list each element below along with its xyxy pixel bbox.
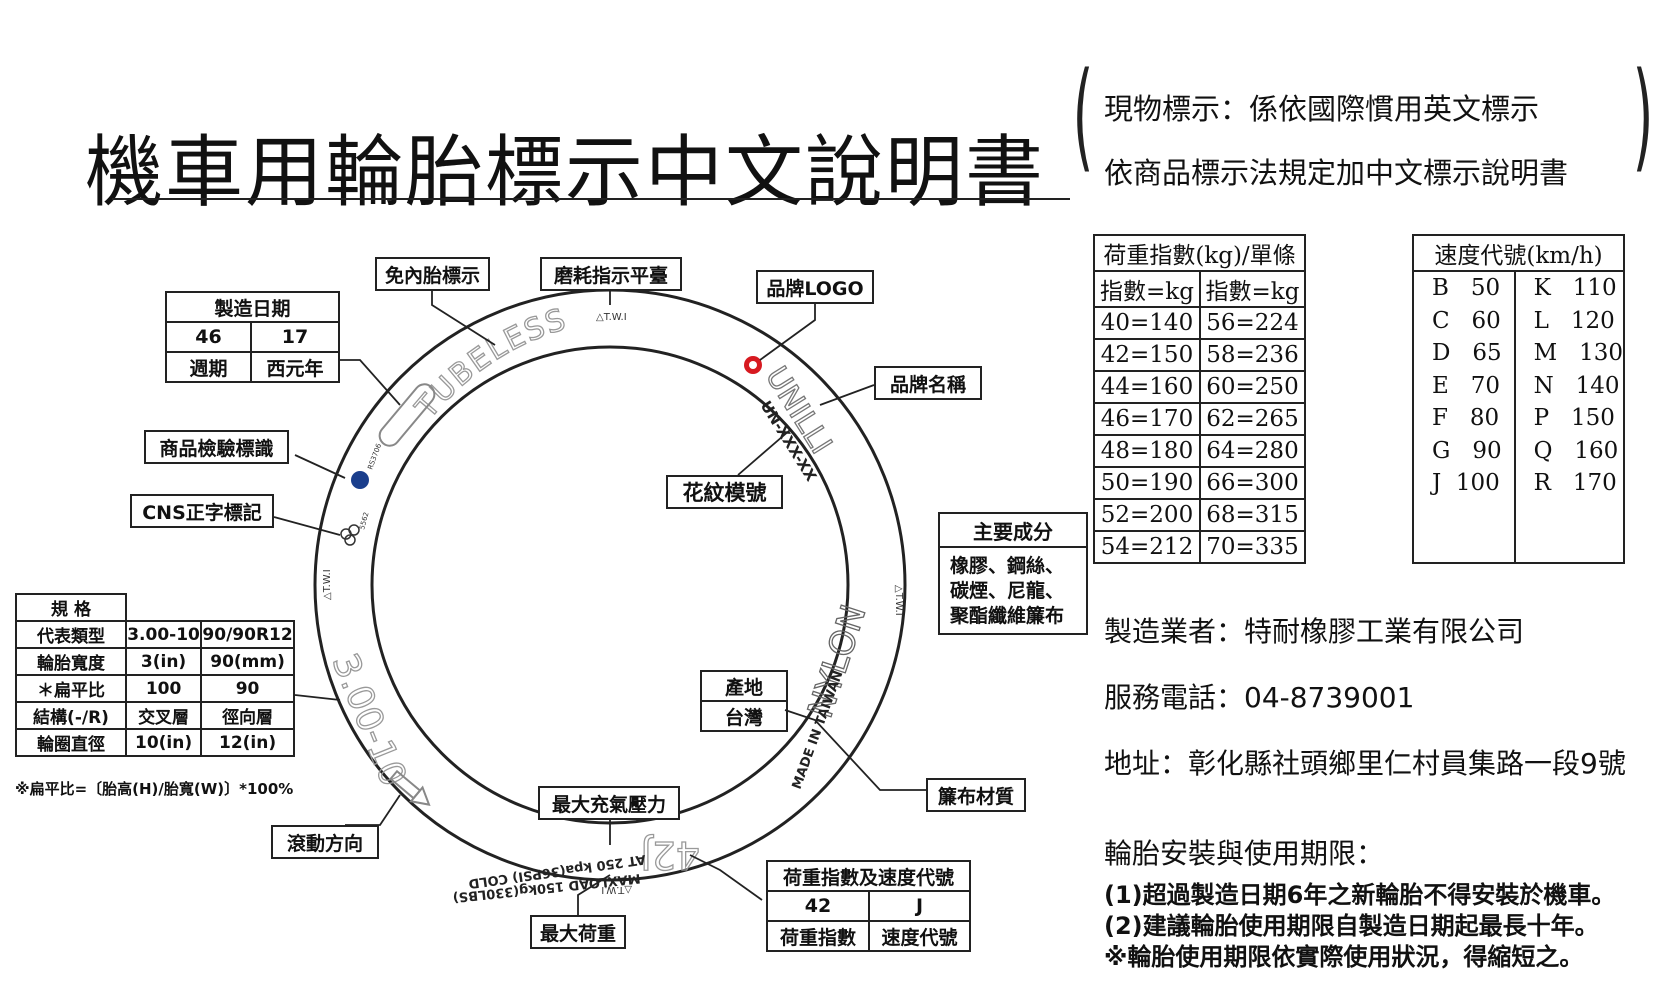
lsi-load-value: 42 [766, 890, 870, 922]
leader-pattern [737, 429, 791, 476]
twi-mark-bottom: △T.W.I [601, 884, 632, 895]
address-text: 地址：彰化縣社頭鄉里仁村員集路一段9號 [1104, 747, 1626, 780]
left-bracket: ( [1072, 46, 1094, 184]
cns-mark-icon [340, 524, 360, 546]
callout-max-load: 最大荷重 [530, 915, 626, 949]
title-underline [112, 198, 1070, 200]
rs-code: RS3706 [366, 442, 383, 471]
callout-rolling: 滾動方向 [271, 825, 379, 859]
leader-date [338, 359, 401, 406]
maker-text: 製造業者：特耐橡膠工業有限公司 [1104, 615, 1525, 648]
date-week: 46 [165, 321, 252, 353]
speed-left-column: B 50 C 60 D 65 E 70 F 80 G 90 J 100 [1412, 270, 1516, 564]
spec-title: 規 格 [15, 593, 127, 622]
lsi-load-label: 荷重指數 [766, 920, 870, 952]
material-box: 主要成分 橡膠、鋼絲、 碳煙、尼龍、 聚酯纖維簾布 [938, 512, 1088, 635]
date-title: 製造日期 [165, 291, 340, 323]
leader-tubeless [431, 290, 496, 346]
tubeless-text: TUBELESS [409, 302, 572, 426]
table-row: 結構(-/R)交叉層徑向層 [15, 701, 295, 730]
material-line2: 碳煙、尼龍、 [950, 580, 1065, 602]
speed-title: 速度代號(km/h) [1412, 234, 1625, 272]
leader-inspection [294, 454, 346, 479]
callout-brand-name: 品牌名稱 [874, 366, 982, 400]
speed-symbol-table: 速度代號(km/h) B 50 C 60 D 65 E 70 F 80 G 90… [1412, 234, 1626, 564]
header-note-line1: 現物標示：係依國際慣用英文標示 [1104, 92, 1540, 126]
usage-line2: (2)建議輪胎使用期限自製造日期起最長十年。 [1104, 912, 1599, 940]
usage-line3: ※輪胎使用期限依實際使用狀況，得縮短之。 [1104, 943, 1584, 971]
date-year-label: 西元年 [250, 351, 340, 383]
leader-logo [759, 304, 816, 361]
tubeless-slot-icon [378, 383, 436, 447]
rolling-direction-arrow-icon [389, 769, 431, 806]
header-note-line2: 依商品標示法規定加中文標示說明書 [1104, 156, 1569, 190]
leader-cord [784, 709, 926, 791]
inspection-mark-icon [351, 471, 369, 489]
leader-brand-name [819, 384, 875, 406]
tire-size-text: 3.00-10 [324, 648, 414, 792]
callout-brand-logo: 品牌LOGO [756, 270, 874, 304]
twi-mark-top: △T.W.I [596, 312, 627, 323]
spec-footnote: ※扁平比=〔胎高(H)/胎寬(W)〕*100% [15, 780, 294, 798]
callout-tubeless: 免內胎標示 [375, 257, 490, 291]
manufacture-date-table: 製造日期 46 17 週期 西元年 [165, 291, 340, 383]
callout-inspection: 商品檢驗標識 [144, 430, 289, 464]
date-week-label: 週期 [165, 351, 252, 383]
lsi-title: 荷重指數及速度代號 [766, 860, 971, 892]
leader-spec [294, 694, 341, 701]
right-bracket: ) [1632, 46, 1654, 184]
nylon-text: NYLON [801, 600, 875, 723]
callout-cns: CNS正字標記 [130, 494, 274, 528]
origin-table: 產地 台灣 [700, 670, 788, 732]
lsi-speed-label: 速度代號 [868, 920, 971, 952]
usage-line1: (1)超過製造日期6年之新輪胎不得安裝於機車。 [1104, 881, 1616, 909]
usage-title: 輪胎安裝與使用期限： [1104, 837, 1385, 870]
callout-max-pressure: 最大充氣壓力 [538, 786, 680, 820]
load-index-title: 荷重指數(kg)/單條 [1093, 234, 1306, 272]
cns-code: 5562 [358, 511, 370, 530]
leader-maxload [577, 874, 611, 915]
speed-right-column: K 110 L 120 M 130 N 140 P 150 Q 160 R 17… [1513, 270, 1626, 564]
material-line1: 橡膠、鋼絲、 [950, 555, 1065, 577]
origin-value: 台灣 [700, 700, 788, 732]
twi-mark-right: △T.W.I [893, 585, 904, 616]
date-year: 17 [250, 321, 340, 353]
load-speed-table: 荷重指數及速度代號 42 J 荷重指數 速度代號 [766, 860, 971, 952]
callout-twi: 磨耗指示平臺 [540, 257, 682, 291]
callout-cord: 簾布材質 [926, 778, 1026, 812]
page-title: 機車用輪胎標示中文說明書 [85, 128, 1046, 218]
leader-cns [273, 516, 341, 536]
material-line3: 聚酯纖維簾布 [950, 605, 1065, 627]
lsi-speed-value: J [868, 890, 971, 922]
twi-mark-left: △T.W.I [322, 569, 333, 600]
leader-rolling [345, 794, 401, 826]
material-title: 主要成分 [940, 514, 1086, 548]
leader-lsi [689, 854, 763, 901]
origin-title: 產地 [700, 670, 788, 702]
phone-text: 服務電話：04-8739001 [1104, 681, 1415, 714]
callout-pattern: 花紋模號 [666, 475, 783, 509]
